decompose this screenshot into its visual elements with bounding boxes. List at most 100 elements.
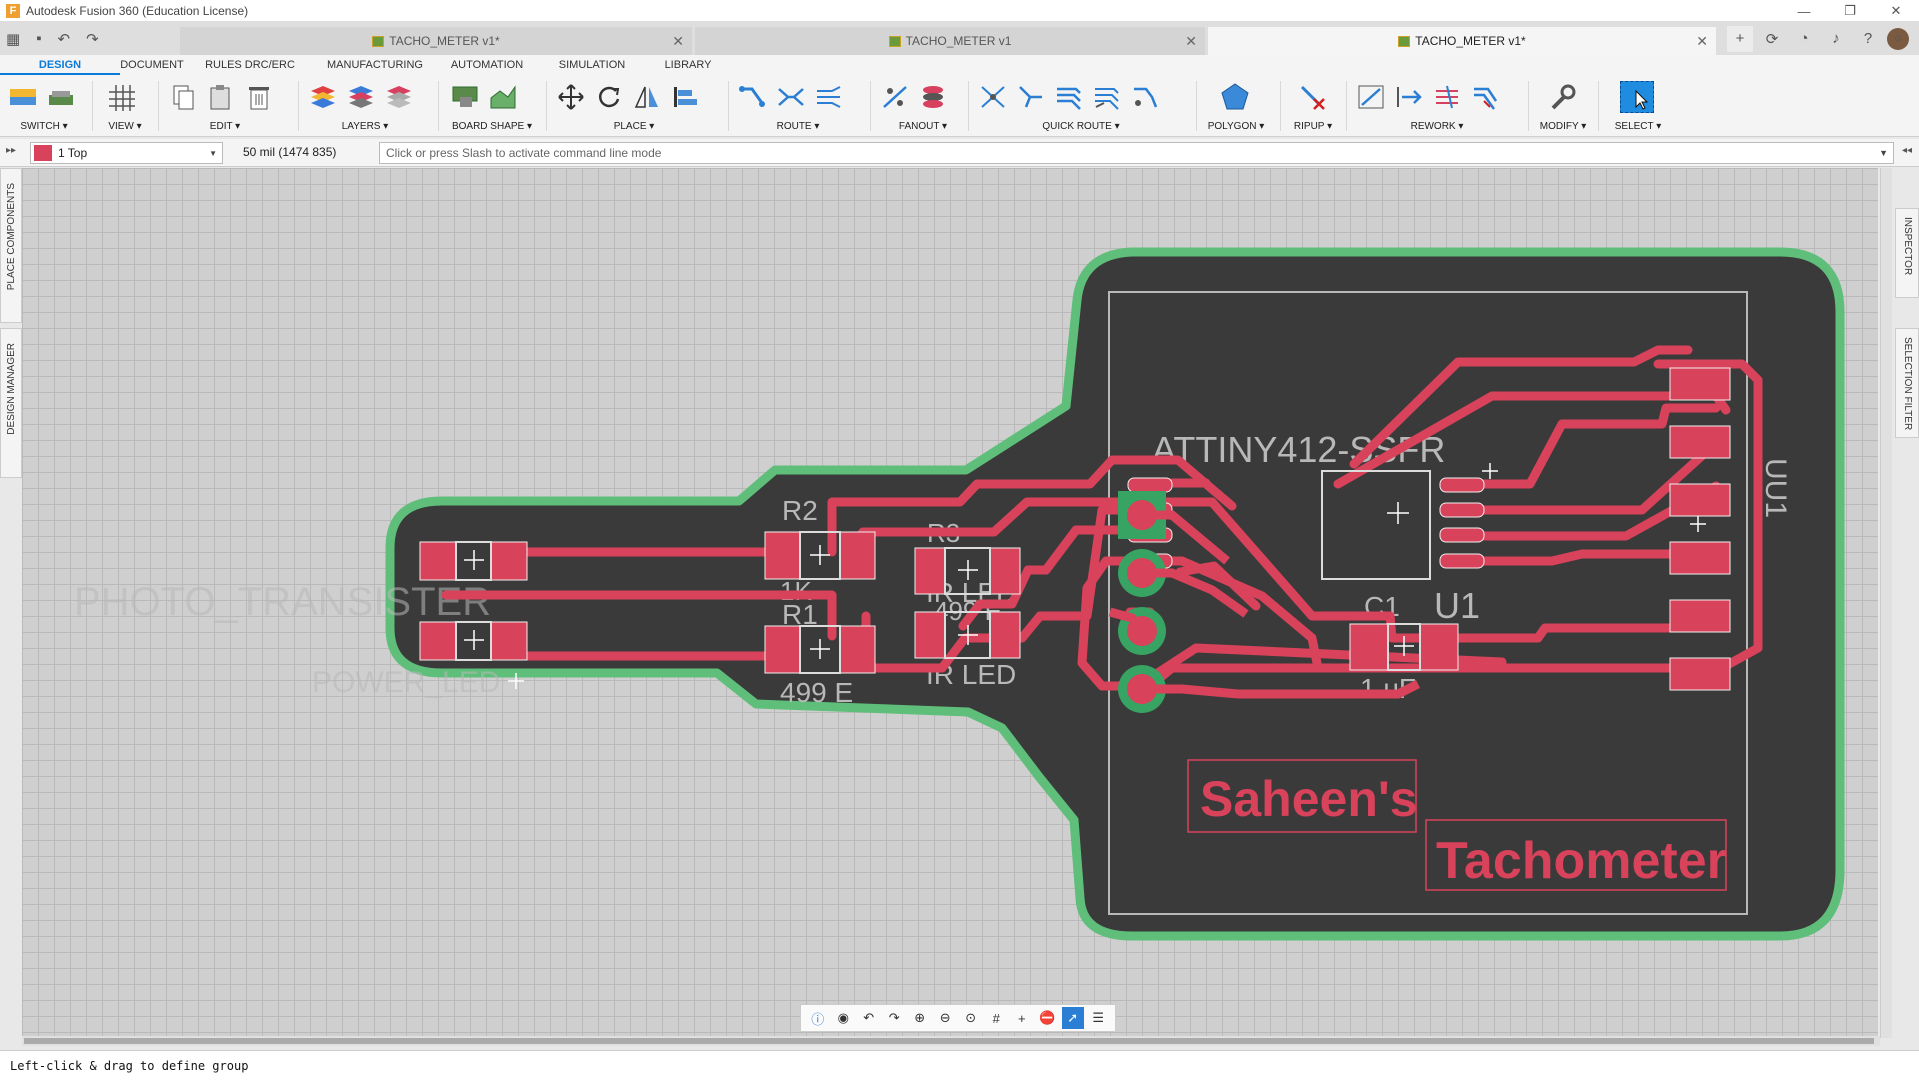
tab-manufacturing[interactable]: MANUFACTURING [327, 59, 423, 71]
job-status-icon[interactable]: ◔ [1799, 30, 1809, 47]
layer-settings-icon[interactable] [344, 81, 378, 113]
doc-tab-1[interactable]: TACHO_METER v1* ✕ [180, 27, 692, 55]
tab-library[interactable]: LIBRARY [664, 59, 712, 71]
layer-select[interactable]: 1 Top ▼ [30, 142, 223, 164]
display-options-icon[interactable]: ☰ [1092, 1010, 1105, 1025]
notifications-icon[interactable]: ♪ [1832, 30, 1840, 47]
route-multi-icon[interactable] [812, 81, 846, 113]
doc-tab-2[interactable]: TACHO_METER v1 ✕ [695, 27, 1205, 55]
quick-route-airwires-icon[interactable] [1090, 81, 1124, 113]
doc-tab-3-active[interactable]: TACHO_METER v1* ✕ [1208, 27, 1716, 55]
pcb-board-view[interactable]: PHOTO_TRANSISTER POWER_LED R2 R1 1K 499 … [22, 168, 1878, 1038]
wrench-icon[interactable] [1546, 81, 1580, 113]
tab-design[interactable]: DESIGN [0, 55, 120, 75]
ripup-icon[interactable] [1296, 81, 1330, 113]
zoom-fit-icon[interactable]: ⊙ [965, 1010, 977, 1025]
save-icon[interactable]: ▪ [36, 30, 42, 47]
quick-route-signal-icon[interactable] [1014, 81, 1048, 113]
minimize-button[interactable]: — [1797, 3, 1811, 19]
zoom-out-icon[interactable]: ⊖ [939, 1010, 951, 1025]
eye-icon[interactable]: ◉ [837, 1010, 849, 1025]
crosshair-icon[interactable]: + [1017, 1010, 1026, 1026]
select-mode-icon[interactable]: ➚ [1061, 1007, 1084, 1029]
expand-left-icon[interactable]: ▸▸ [6, 145, 17, 156]
fanout-via-icon[interactable] [916, 81, 950, 113]
inspector-panel-tab[interactable]: INSPECTOR [1895, 208, 1919, 298]
command-line-input[interactable]: Click or press Slash to activate command… [379, 142, 1894, 164]
rework-slice-icon[interactable] [1354, 81, 1388, 113]
ripup-menu[interactable]: RIPUP ▾ [1293, 121, 1333, 132]
design-manager-panel-tab[interactable]: DESIGN MANAGER [0, 328, 22, 478]
modify-menu[interactable]: MODIFY ▾ [1539, 121, 1587, 132]
layers-icon[interactable] [306, 81, 340, 113]
maximize-button[interactable]: ❐ [1844, 3, 1856, 18]
horizontal-scrollbar[interactable] [22, 1036, 1880, 1046]
tab-automation[interactable]: AUTOMATION [450, 59, 524, 71]
undo-icon[interactable]: ↶ [57, 30, 71, 48]
redo-view-icon[interactable]: ↷ [888, 1010, 900, 1025]
rework-menu[interactable]: REWORK ▾ [1410, 121, 1464, 132]
mirror-icon[interactable] [630, 81, 664, 113]
quick-route-bus-icon[interactable] [1052, 81, 1086, 113]
quick-route-net-icon[interactable] [976, 81, 1010, 113]
new-tab-icon[interactable]: + [1727, 25, 1753, 52]
layers-menu[interactable]: LAYERS ▾ [341, 121, 389, 132]
board-outline-icon[interactable] [448, 81, 482, 113]
tab-rules-drc-erc[interactable]: RULES DRC/ERC [205, 59, 295, 71]
delete-icon[interactable] [242, 81, 276, 113]
place-menu[interactable]: PLACE ▾ [613, 121, 655, 132]
expand-right-icon[interactable]: ◂◂ [1902, 145, 1913, 156]
close-window-button[interactable]: ✕ [1890, 3, 1902, 18]
board-shape-edit-icon[interactable] [486, 81, 520, 113]
close-tab-icon[interactable]: ✕ [1185, 32, 1197, 49]
rework-stretch-icon[interactable] [1430, 81, 1464, 113]
polygon-menu[interactable]: POLYGON ▾ [1207, 121, 1265, 132]
close-tab-icon[interactable]: ✕ [1696, 32, 1708, 49]
horizontal-scroll-thumb[interactable] [24, 1038, 1874, 1044]
rework-extend-icon[interactable] [1392, 81, 1426, 113]
route-menu[interactable]: ROUTE ▾ [776, 121, 820, 132]
extensions-icon[interactable]: ⟳ [1765, 30, 1779, 48]
layer-visibility-icon[interactable] [382, 81, 416, 113]
info-icon[interactable]: ⓘ [811, 1011, 825, 1027]
stop-icon[interactable]: ⛔ [1039, 1010, 1056, 1025]
zoom-in-icon[interactable]: ⊕ [914, 1010, 926, 1025]
align-icon[interactable] [668, 81, 702, 113]
quick-route-menu[interactable]: QUICK ROUTE ▾ [1042, 121, 1120, 132]
close-tab-icon[interactable]: ✕ [672, 32, 684, 49]
undo-view-icon[interactable]: ↶ [863, 1010, 875, 1025]
rotate-icon[interactable] [592, 81, 626, 113]
copy-icon[interactable] [166, 81, 200, 113]
move-icon[interactable] [554, 81, 588, 113]
select-icon[interactable] [1620, 81, 1654, 113]
tab-simulation[interactable]: SIMULATION [558, 59, 626, 71]
selection-filter-panel-tab[interactable]: SELECTION FILTER [1895, 328, 1919, 438]
grid-toggle-icon[interactable]: # [992, 1010, 1000, 1026]
select-menu[interactable]: SELECT ▾ [1614, 121, 1662, 132]
app-grid-icon[interactable]: ▦ [6, 30, 21, 48]
fanout-menu[interactable]: FANOUT ▾ [898, 121, 948, 132]
help-icon[interactable]: ? [1863, 30, 1873, 47]
route-diff-pair-icon[interactable] [774, 81, 808, 113]
quick-route-all-icon[interactable] [1128, 81, 1162, 113]
redo-icon[interactable]: ↷ [86, 30, 99, 48]
chevron-down-icon[interactable]: ▼ [1879, 148, 1888, 158]
pcb-canvas[interactable]: PHOTO_TRANSISTER POWER_LED R2 R1 1K 499 … [22, 168, 1878, 1038]
grid-icon[interactable] [105, 81, 139, 113]
rework-meander-icon[interactable] [1468, 81, 1502, 113]
switch-menu[interactable]: SWITCH ▾ [20, 121, 68, 132]
route-manual-icon[interactable] [736, 81, 770, 113]
vertical-scrollbar[interactable] [1880, 168, 1892, 1038]
board-shape-menu[interactable]: BOARD SHAPE ▾ [451, 121, 533, 132]
switch-to-3d-icon[interactable] [44, 81, 78, 113]
view-menu[interactable]: VIEW ▾ [108, 121, 142, 132]
text-block-2-bg [1425, 819, 1727, 891]
tab-document[interactable]: DOCUMENT [120, 59, 184, 71]
fanout-icon[interactable] [878, 81, 912, 113]
polygon-icon[interactable] [1218, 81, 1252, 113]
edit-menu[interactable]: EDIT ▾ [209, 121, 241, 132]
place-components-panel-tab[interactable]: PLACE COMPONENTS [0, 168, 22, 323]
avatar[interactable]: ☺ [1887, 27, 1909, 50]
switch-to-schematic-icon[interactable] [6, 81, 40, 113]
paste-icon[interactable] [204, 81, 238, 113]
